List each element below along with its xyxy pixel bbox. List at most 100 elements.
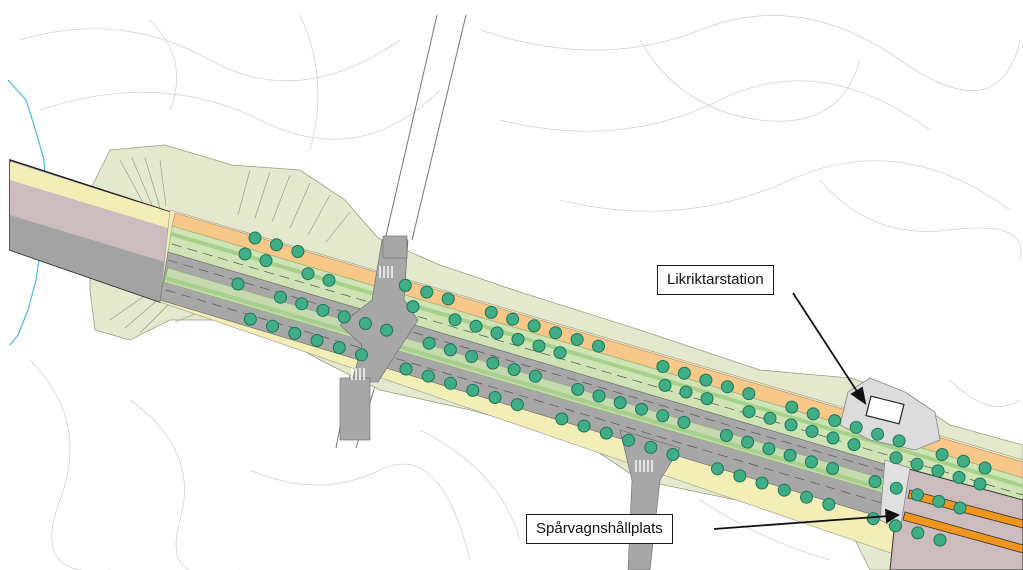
tree-symbol-icon (711, 462, 724, 476)
tree-symbol-icon (441, 292, 455, 306)
substation-label: Likriktarstation (657, 265, 774, 295)
tree-symbol-icon (599, 426, 613, 440)
tree-symbol-icon (274, 290, 287, 304)
tree-symbol-icon (658, 378, 672, 392)
tree-symbol-icon (571, 382, 585, 396)
tree-symbol-icon (301, 267, 315, 281)
tree-symbol-icon (889, 519, 902, 533)
tree-symbol-icon (784, 418, 798, 432)
tree-symbol-icon (822, 497, 836, 511)
tree-symbol-icon (847, 438, 861, 452)
tree-symbol-icon (322, 273, 336, 287)
tree-symbol-icon (355, 348, 368, 362)
substation-site (839, 377, 941, 451)
tree-symbol-icon (871, 427, 885, 441)
intersection-west (339, 235, 419, 441)
tree-symbol-icon (527, 319, 541, 333)
tree-symbol-icon (270, 238, 283, 252)
tree-symbol-icon (889, 451, 903, 465)
tree-symbol-icon (248, 231, 262, 245)
tree-symbol-icon (528, 369, 542, 383)
tree-symbol-icon (266, 319, 279, 333)
tree-symbol-icon (777, 483, 791, 497)
tree-symbol-icon (421, 369, 435, 383)
tree-symbol-icon (316, 303, 330, 317)
tree-symbol-icon (866, 512, 880, 526)
tree-symbol-icon (978, 461, 992, 475)
tree-symbol-icon (555, 412, 569, 426)
tree-symbol-icon (932, 494, 946, 508)
tree-symbol-icon (742, 387, 756, 401)
tree-symbol-icon (763, 411, 777, 425)
tree-symbol-icon (699, 373, 713, 387)
tree-symbol-icon (806, 407, 820, 421)
tunnel-verge-yellow (10, 162, 170, 228)
tree-symbol-icon (783, 448, 797, 462)
tree-symbol-icon (677, 415, 691, 429)
tree-symbol-icon (953, 501, 967, 515)
tree-symbol-icon (800, 490, 813, 504)
tree-symbol-icon (911, 526, 925, 540)
tree-symbol-icon (549, 326, 563, 340)
tree-symbol-icon (238, 247, 252, 261)
tree-symbol-icon (420, 285, 434, 299)
tree-symbol-icon (406, 300, 420, 314)
tree-symbol-icon (288, 326, 302, 340)
tree-symbol-icon (741, 435, 755, 449)
tree-symbol-icon (577, 419, 591, 433)
tree-symbol-icon (952, 470, 966, 484)
tunnel-track-gray (10, 215, 165, 302)
tree-symbol-icon (755, 476, 769, 490)
platform-orange-2 (902, 511, 1023, 554)
tree-symbol-icon (679, 385, 693, 399)
tree-symbol-icon (506, 312, 520, 326)
tree-symbol-icon (973, 477, 987, 491)
substation-building-icon (865, 395, 905, 425)
tree-symbol-icon (553, 346, 567, 360)
tree-symbol-icon (644, 440, 658, 454)
tunnel-track-mauve (10, 180, 168, 262)
tree-symbol-icon (259, 254, 273, 268)
tree-symbol-icon (805, 424, 819, 438)
tree-symbol-icon (849, 420, 863, 434)
tree-symbol-icon (332, 341, 346, 355)
tree-symbol-icon (613, 396, 627, 410)
tree-symbol-icon (677, 366, 691, 380)
callout-arrows (713, 292, 900, 530)
tree-symbol-icon (931, 464, 945, 478)
tree-symbol-icon (507, 363, 521, 377)
tram-stop-label: Spårvagnshållplats (526, 514, 673, 544)
tree-symbol-icon (762, 442, 776, 456)
tree-symbol-icon (486, 356, 500, 370)
tree-symbol-icon (733, 469, 747, 483)
tree-symbol-icon (592, 339, 605, 353)
tree-symbol-icon (510, 398, 524, 412)
tree-symbol-icon (742, 405, 756, 419)
tree-symbol-icon (892, 434, 906, 448)
terrain-contours (19, 14, 1022, 570)
tree-symbol-icon (826, 462, 840, 475)
tree-rows (231, 231, 992, 547)
tree-symbol-icon (622, 433, 635, 447)
tree-symbol-icon (310, 334, 324, 347)
tree-symbol-icon (889, 481, 903, 495)
tree-symbol-icon (720, 380, 734, 394)
tree-symbol-icon (337, 310, 351, 324)
tree-symbol-icon (444, 376, 457, 390)
lane-markings (165, 243, 1023, 546)
tree-symbol-icon (448, 313, 462, 327)
tree-symbol-icon (957, 454, 970, 468)
tree-symbol-icon (826, 431, 840, 445)
tree-symbol-icon (231, 277, 245, 291)
tree-symbol-icon (291, 245, 305, 258)
tree-symbol-icon (466, 383, 480, 397)
tree-symbol-icon (469, 319, 483, 333)
tree-symbol-icon (358, 317, 372, 330)
tree-symbol-icon (488, 391, 502, 404)
tree-symbol-icon (933, 533, 947, 547)
tree-symbol-icon (910, 457, 924, 471)
tree-symbol-icon (656, 409, 670, 423)
tree-symbol-icon (592, 389, 606, 403)
tree-symbol-icon (511, 332, 525, 346)
